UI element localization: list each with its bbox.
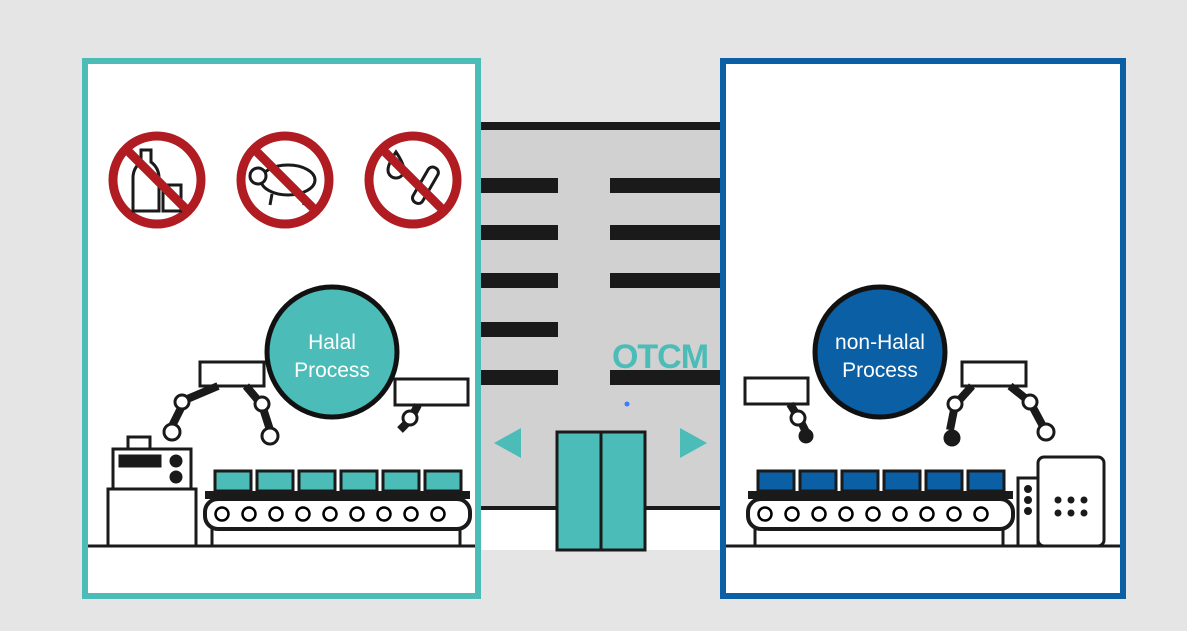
right-robot-arms xyxy=(743,360,1056,447)
non-halal-rollers xyxy=(757,506,989,522)
no-alcohol-icon xyxy=(108,131,206,229)
halal-panel-border xyxy=(82,58,481,599)
otcm-logo: OTCM xyxy=(612,338,708,376)
factory-building: OTCM xyxy=(478,122,723,552)
halal-panel: Halal Process xyxy=(82,58,481,599)
building-windows xyxy=(478,178,723,385)
halal-product-trays xyxy=(213,469,463,493)
non-halal-panel-border xyxy=(720,58,1126,599)
halal-label-line2: Process xyxy=(294,359,370,382)
non-halal-label-line1: non-Halal xyxy=(835,331,925,354)
halal-process-badge: Halal Process xyxy=(264,284,400,420)
non-halal-conveyor xyxy=(746,469,1015,546)
non-halal-label-line2: Process xyxy=(842,359,918,382)
non-halal-panel: non-Halal Process xyxy=(720,58,1126,599)
left-robot-arms xyxy=(162,360,470,446)
halal-conveyor xyxy=(203,469,472,546)
halal-rollers xyxy=(214,506,446,522)
arrow-right-icon xyxy=(680,428,707,458)
halal-label-line1: Halal xyxy=(308,331,356,354)
building-dot xyxy=(624,401,630,407)
left-control-machine xyxy=(106,435,198,548)
non-halal-process-badge: non-Halal Process xyxy=(812,284,948,420)
no-pork-icon xyxy=(236,131,334,229)
arrow-left-icon xyxy=(494,428,521,458)
no-blood-icon xyxy=(364,131,462,229)
building-roof-line xyxy=(478,122,723,130)
